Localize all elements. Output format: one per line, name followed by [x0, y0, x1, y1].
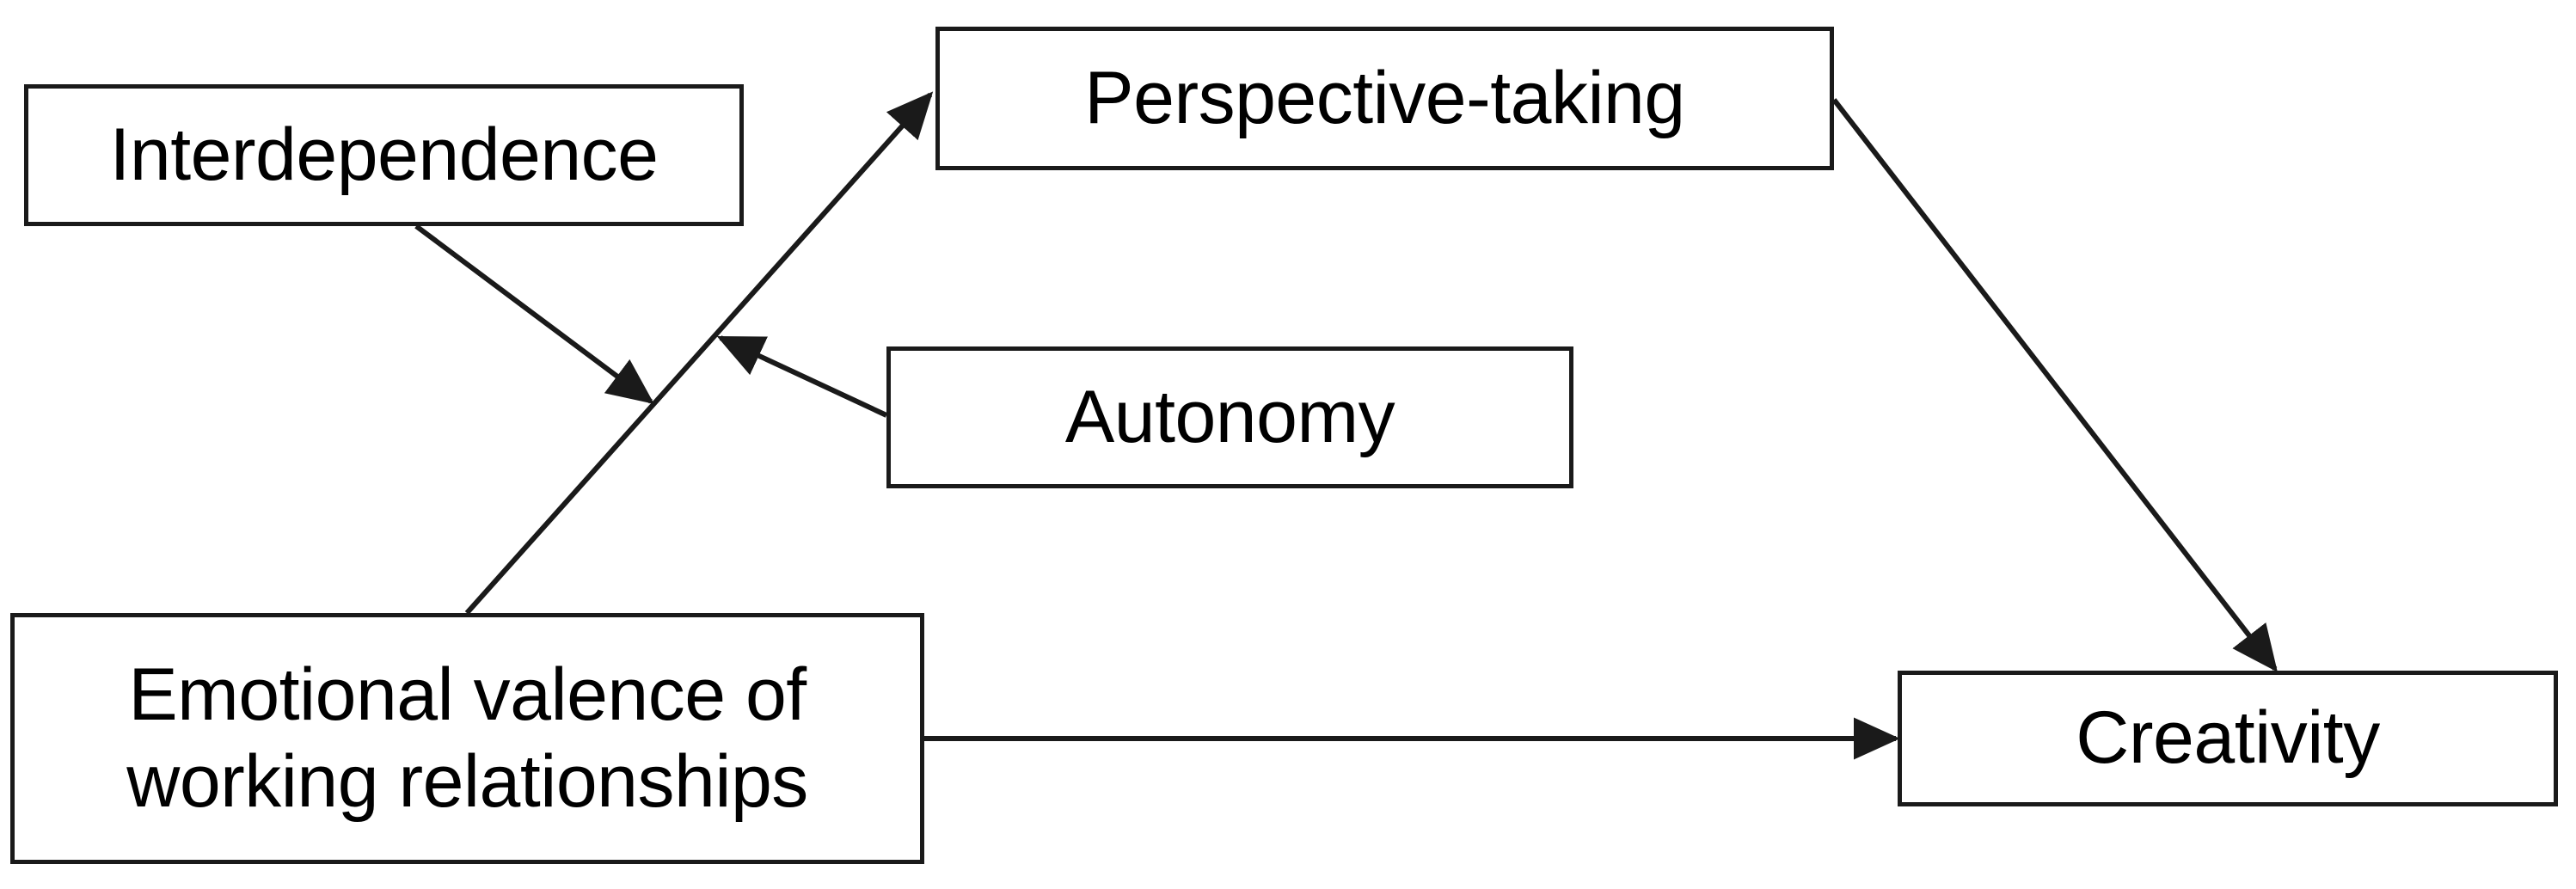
node-creativity[interactable]: Creativity: [1898, 671, 2558, 806]
node-creativity-label: Creativity: [2076, 696, 2380, 780]
edge-interdependence-to-path: [414, 224, 654, 404]
node-autonomy[interactable]: Autonomy: [886, 346, 1573, 488]
node-emotional-valence-label: Emotional valence of working relationshi…: [126, 653, 808, 823]
edge-perspective-taking-to-creativity: [1831, 98, 2278, 672]
edge-autonomy-to-path: [716, 335, 888, 418]
node-perspective-taking[interactable]: Perspective-taking: [935, 27, 1834, 170]
node-interdependence-label: Interdependence: [109, 113, 659, 196]
node-perspective-taking-label: Perspective-taking: [1084, 56, 1685, 139]
node-interdependence[interactable]: Interdependence: [24, 84, 744, 226]
node-emotional-valence[interactable]: Emotional valence of working relationshi…: [10, 613, 924, 864]
node-autonomy-label: Autonomy: [1064, 375, 1395, 458]
